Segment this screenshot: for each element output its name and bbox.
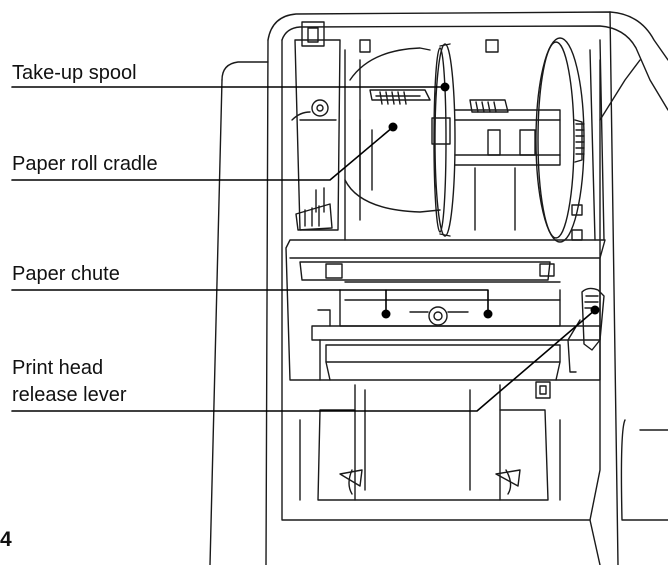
label-paper-roll-cradle: Paper roll cradle [12, 153, 158, 175]
dot-paper-chute-right [483, 309, 493, 319]
leader-lines [11, 86, 596, 412]
leader-paper-roll-cradle [11, 126, 394, 181]
left-frame [291, 21, 341, 231]
print-unit [285, 239, 606, 381]
paper-roll-cradle [344, 39, 499, 241]
dot-print-head-release-lever [590, 305, 600, 315]
print-head-release-lever [567, 287, 605, 373]
label-print-head-line2: release lever [12, 384, 127, 406]
leader-print-head-release-lever [11, 309, 596, 412]
dot-paper-roll-cradle [388, 122, 398, 132]
drive-gear [535, 37, 641, 243]
dot-paper-chute-left [381, 309, 391, 319]
leader-paper-chute [11, 289, 489, 313]
lower-cavity [299, 381, 561, 501]
leader-dots [381, 82, 600, 319]
dot-take-up-spool [440, 82, 450, 92]
label-paper-chute: Paper chute [12, 263, 120, 285]
label-take-up-spool: Take-up spool [12, 62, 137, 84]
page-number: 4 [0, 528, 12, 551]
label-print-head-line1: Print head [12, 357, 104, 379]
take-up-spool [431, 43, 561, 237]
